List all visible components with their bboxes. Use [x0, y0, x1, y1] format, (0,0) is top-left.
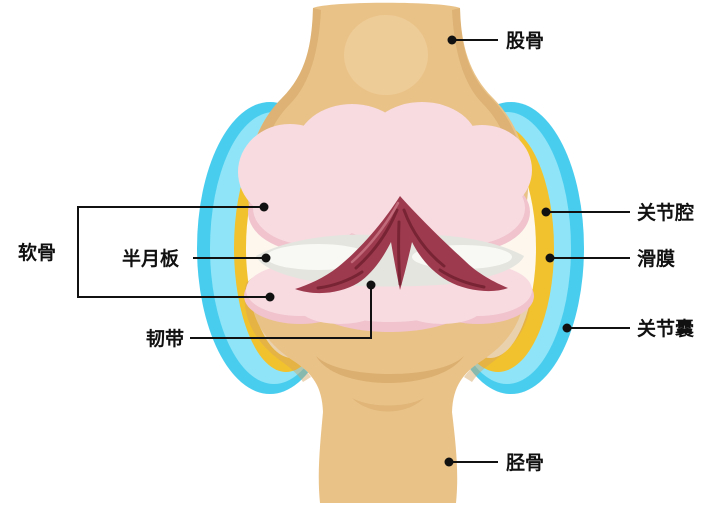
label-tibia: 胫骨 — [506, 452, 544, 474]
cruciate-ligament — [295, 196, 508, 294]
anchor-dot-cartilage-top — [259, 202, 269, 212]
anchor-dot-joint-cavity — [541, 207, 551, 217]
label-cartilage: 软骨 — [18, 241, 56, 264]
leader-lines — [77, 35, 630, 467]
femur-cartilage — [238, 102, 532, 252]
anchor-dot-joint-capsule — [562, 323, 572, 333]
label-joint-capsule: 关节囊 — [637, 317, 695, 340]
anchor-dot-meniscus — [261, 253, 271, 263]
label-joint-cavity: 关节腔 — [637, 201, 694, 224]
tibia-shadow-arc — [316, 356, 464, 383]
leader-line-ligament — [190, 287, 372, 339]
anchor-dot-cartilage-bottom — [265, 292, 275, 302]
anchor-dot-synovium — [545, 253, 555, 263]
label-synovium: 滑膜 — [637, 247, 675, 270]
labels: 股骨 关节腔 滑膜 关节囊 胫骨 软骨 半月板 韧带 — [18, 30, 695, 474]
ligament-streak-3 — [397, 220, 402, 286]
ligament-streak-5 — [438, 268, 486, 289]
ligament-shape — [295, 196, 508, 294]
tibia-bone — [244, 263, 531, 503]
tibia-shading-right — [464, 278, 531, 382]
tibia-shadow-lower — [352, 398, 424, 412]
leader-bracket-cartilage — [77, 206, 268, 298]
anchor-dot-ligament — [366, 280, 376, 290]
ligament-streak-2 — [402, 208, 446, 268]
tibia-shading-left — [244, 278, 311, 382]
ligament-streak-1 — [354, 208, 399, 270]
label-femur: 股骨 — [506, 30, 544, 52]
label-ligament: 韧带 — [146, 328, 184, 350]
label-meniscus: 半月板 — [122, 247, 180, 270]
ligament-highlight — [350, 201, 400, 264]
anchor-dot-femur — [447, 35, 457, 45]
anchor-dot-tibia — [444, 457, 454, 467]
ligament-streak-4 — [316, 270, 364, 290]
femur-highlight — [344, 15, 428, 95]
tibia-shape — [250, 263, 525, 503]
